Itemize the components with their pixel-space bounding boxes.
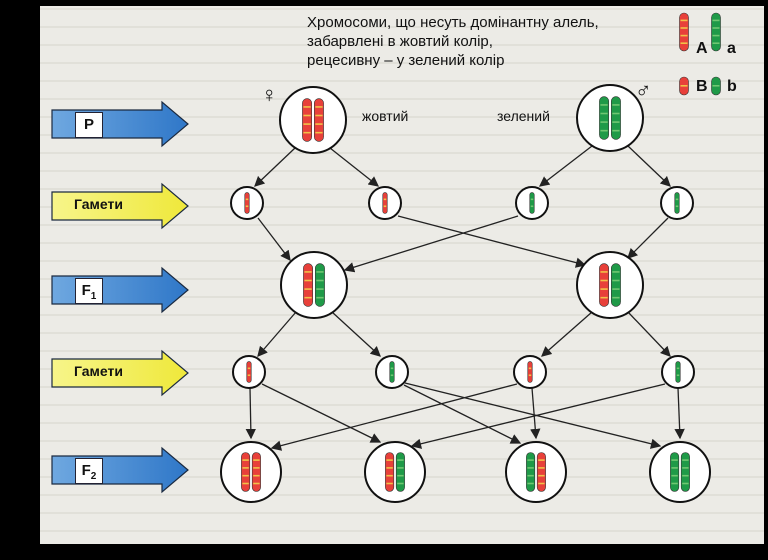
arrow-row-gametes-2 bbox=[51, 349, 189, 397]
cell-parent-female-membrane bbox=[279, 86, 347, 154]
cell-f2-1-chromosome-1 bbox=[241, 452, 251, 492]
arrow-g2a-f2a bbox=[245, 387, 257, 440]
legend-chromosome-b-dominant bbox=[679, 76, 689, 96]
arrow-f1a-g2b bbox=[331, 311, 381, 357]
cell-f2-4-chromosome-2 bbox=[680, 452, 690, 492]
caption-line-1: Хромосоми, що несуть домінантну алель, bbox=[307, 14, 599, 31]
cell-parent-female bbox=[279, 86, 347, 154]
arrow-g2a-f2b bbox=[261, 383, 382, 443]
cell-f2-4-chromosome-1 bbox=[670, 452, 680, 492]
label-green: зелений bbox=[497, 108, 550, 124]
caption-line-2: забарвлені в жовтий колір, bbox=[307, 33, 493, 50]
legend-chromosome-a-recessive bbox=[711, 12, 721, 52]
legend bbox=[679, 12, 721, 96]
cell-f2-2 bbox=[364, 441, 426, 503]
arrow-g2b-f2d bbox=[404, 382, 662, 449]
row-label-p: P bbox=[75, 112, 103, 138]
caption: Хромосоми, що несуть домінантну алель, з… bbox=[307, 13, 599, 70]
caption-line-3: рецесивну – у зелений колір bbox=[307, 52, 505, 69]
cell-gamete2-4 bbox=[661, 355, 695, 389]
cell-f1-2-chromosome-1 bbox=[599, 263, 609, 307]
cell-gamete1-1-chromosome-1 bbox=[244, 192, 250, 214]
arrow-p-m-g4 bbox=[627, 145, 671, 187]
arrow-g2c-f2c bbox=[530, 387, 541, 440]
cell-f2-4-membrane bbox=[649, 441, 711, 503]
legend-dominant-b: B bbox=[696, 78, 708, 95]
cell-f1-2 bbox=[576, 251, 644, 319]
arrow-g4-f1b bbox=[627, 217, 669, 259]
cell-f2-3-chromosome-2 bbox=[536, 452, 546, 492]
arrow-g2c-f2a bbox=[270, 383, 518, 451]
cell-gamete2-3-chromosome-1 bbox=[527, 361, 533, 383]
cell-f2-2-chromosome-2 bbox=[395, 452, 405, 492]
arrow-g2d-f2b bbox=[410, 383, 666, 449]
cell-f1-1-chromosome-1 bbox=[303, 263, 313, 307]
cell-gamete2-2-chromosome-1 bbox=[389, 361, 395, 383]
cell-gamete2-2 bbox=[375, 355, 409, 389]
female-symbol: ♀ bbox=[261, 82, 278, 107]
arrow-g3-f1a bbox=[343, 215, 519, 273]
cell-f1-1-chromosome-2 bbox=[315, 263, 325, 307]
cell-parent-male-chromosome-1 bbox=[599, 96, 609, 140]
cell-gamete2-1 bbox=[232, 355, 266, 389]
cell-parent-female-chromosome-2 bbox=[314, 98, 324, 142]
cell-gamete2-1-chromosome-1 bbox=[246, 361, 252, 383]
cell-f2-2-chromosome-1 bbox=[385, 452, 395, 492]
arrow-p-f-g1 bbox=[254, 147, 296, 187]
cell-f2-1-membrane bbox=[220, 441, 282, 503]
legend-recessive-a: a bbox=[727, 40, 736, 57]
cell-gamete1-1 bbox=[230, 186, 264, 220]
label-yellow: жовтий bbox=[362, 108, 409, 124]
arrow-f1b-g2c bbox=[541, 311, 593, 357]
cell-gamete1-3-chromosome-1 bbox=[529, 192, 535, 214]
cell-gamete1-2-chromosome-1 bbox=[382, 192, 388, 214]
row-label-gametes-1: Гамети bbox=[74, 196, 123, 212]
arrow-row-gametes-1 bbox=[51, 182, 189, 230]
cell-f2-1-chromosome-2 bbox=[251, 452, 261, 492]
cell-f1-2-membrane bbox=[576, 251, 644, 319]
cell-f2-3-chromosome-1 bbox=[526, 452, 536, 492]
arrow-f1b-g2d bbox=[627, 311, 671, 357]
cell-gamete2-3 bbox=[513, 355, 547, 389]
cell-f1-2-chromosome-2 bbox=[611, 263, 621, 307]
legend-chromosome-b-recessive bbox=[711, 76, 721, 96]
cell-f2-3 bbox=[505, 441, 567, 503]
cell-parent-male-chromosome-2 bbox=[611, 96, 621, 140]
arrow-p-f-g2 bbox=[329, 147, 380, 187]
cell-f1-1-membrane bbox=[280, 251, 348, 319]
arrow-g2b-f2c bbox=[403, 384, 522, 444]
row-label-f1: F1 bbox=[75, 278, 103, 304]
legend-chromosome-a-dominant bbox=[679, 12, 689, 52]
cell-gamete1-4 bbox=[660, 186, 694, 220]
cell-f1-1 bbox=[280, 251, 348, 319]
arrow-f1a-g2a bbox=[257, 311, 297, 357]
cell-f2-2-membrane bbox=[364, 441, 426, 503]
arrow-p-m-g3 bbox=[538, 145, 593, 187]
cell-f2-1 bbox=[220, 441, 282, 503]
cell-parent-female-chromosome-1 bbox=[302, 98, 312, 142]
male-symbol: ♂ bbox=[635, 78, 652, 103]
arrow-g1-f1a bbox=[257, 217, 291, 262]
cross-arrows bbox=[245, 145, 685, 451]
cell-parent-male bbox=[576, 84, 644, 152]
cell-f2-4 bbox=[649, 441, 711, 503]
row-label-f2: F2 bbox=[75, 458, 103, 484]
cell-f2-3-membrane bbox=[505, 441, 567, 503]
cell-gamete1-3 bbox=[515, 186, 549, 220]
arrow-g2-f1b bbox=[397, 215, 587, 268]
cell-gamete2-4-chromosome-1 bbox=[675, 361, 681, 383]
cells bbox=[220, 84, 711, 503]
cell-gamete1-4-chromosome-1 bbox=[674, 192, 680, 214]
cell-parent-male-membrane bbox=[576, 84, 644, 152]
arrow-g2d-f2d bbox=[674, 387, 685, 440]
row-label-gametes-2: Гамети bbox=[74, 363, 123, 379]
cell-gamete1-2 bbox=[368, 186, 402, 220]
legend-dominant-a: A bbox=[696, 40, 708, 57]
legend-recessive-b: b bbox=[727, 78, 737, 95]
